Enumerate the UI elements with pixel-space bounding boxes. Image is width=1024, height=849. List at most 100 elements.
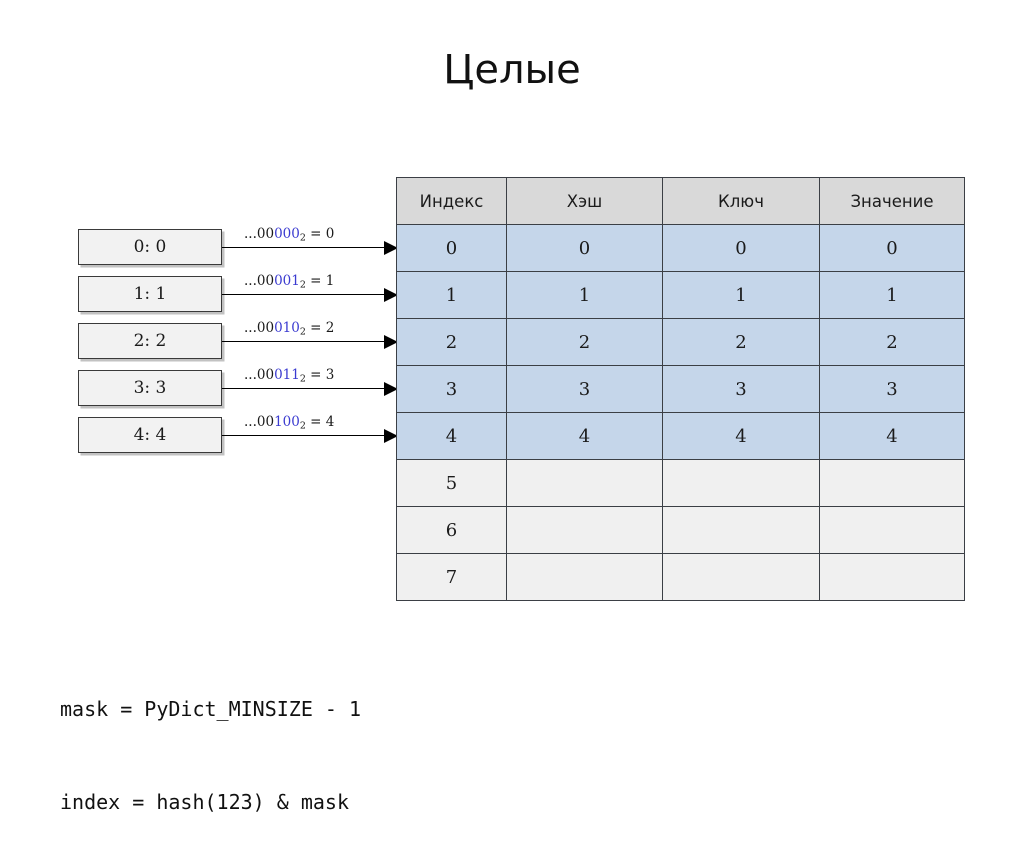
key-box-0: 0: 0 bbox=[78, 229, 222, 265]
cell-hash: 2 bbox=[506, 318, 663, 366]
code-line-2: index = hash(123) & mask bbox=[60, 790, 349, 814]
binary-subscript: 2 bbox=[299, 373, 306, 385]
cell-key: 3 bbox=[662, 365, 820, 413]
binary-subscript: 2 bbox=[299, 326, 306, 338]
mapping-arrow-2: ...000102 = 2 bbox=[222, 320, 398, 349]
column-header-index: Индекс bbox=[396, 177, 507, 225]
binary-subscript: 2 bbox=[299, 232, 306, 244]
page-title: Целые bbox=[443, 47, 581, 93]
binary-label-4: ...001002 = 4 bbox=[244, 414, 334, 431]
table-row: 7 bbox=[396, 553, 965, 601]
arrow-line bbox=[222, 294, 386, 295]
cell-key: 2 bbox=[662, 318, 820, 366]
key-box-2: 2: 2 bbox=[78, 323, 222, 359]
cell-value bbox=[819, 506, 965, 554]
binary-suffix: = 0 bbox=[305, 226, 335, 242]
cell-value: 4 bbox=[819, 412, 965, 460]
mapping-arrow-1: ...000012 = 1 bbox=[222, 273, 398, 302]
cell-key bbox=[662, 506, 820, 554]
binary-label-3: ...000112 = 3 bbox=[244, 367, 334, 384]
binary-suffix: = 4 bbox=[305, 414, 335, 430]
cell-index: 7 bbox=[396, 553, 507, 601]
mapping-arrow-4: ...001002 = 4 bbox=[222, 414, 398, 443]
arrow-head-icon bbox=[384, 241, 398, 255]
column-header-hash: Хэш bbox=[506, 177, 663, 225]
code-line-1: mask = PyDict_MINSIZE - 1 bbox=[60, 697, 362, 721]
arrow-line bbox=[222, 388, 386, 389]
table-row: 6 bbox=[396, 506, 965, 554]
cell-value bbox=[819, 553, 965, 601]
cell-value: 2 bbox=[819, 318, 965, 366]
cell-value: 1 bbox=[819, 271, 965, 319]
arrow-head-icon bbox=[384, 382, 398, 396]
cell-key bbox=[662, 553, 820, 601]
key-box-label: 4: 4 bbox=[133, 425, 167, 445]
binary-prefix: ...00 bbox=[244, 273, 275, 289]
table-row: 4 4 4 4 bbox=[396, 412, 965, 460]
cell-value: 0 bbox=[819, 224, 965, 272]
cell-hash: 0 bbox=[506, 224, 663, 272]
cell-hash: 3 bbox=[506, 365, 663, 413]
binary-prefix: ...00 bbox=[244, 367, 275, 383]
cell-index: 0 bbox=[396, 224, 507, 272]
binary-suffix: = 3 bbox=[305, 367, 335, 383]
column-header-key: Ключ bbox=[662, 177, 820, 225]
cell-key: 0 bbox=[662, 224, 820, 272]
arrow-line bbox=[222, 247, 386, 248]
cell-key bbox=[662, 459, 820, 507]
binary-prefix: ...00 bbox=[244, 226, 275, 242]
binary-highlight: 000 bbox=[274, 226, 300, 242]
cell-hash bbox=[506, 459, 663, 507]
key-box-4: 4: 4 bbox=[78, 417, 222, 453]
binary-subscript: 2 bbox=[299, 420, 306, 432]
binary-label-0: ...000002 = 0 bbox=[244, 226, 334, 243]
column-header-value: Значение bbox=[819, 177, 965, 225]
binary-subscript: 2 bbox=[299, 279, 306, 291]
cell-index: 2 bbox=[396, 318, 507, 366]
table-row: 1 1 1 1 bbox=[396, 271, 965, 319]
arrow-head-icon bbox=[384, 429, 398, 443]
arrow-head-icon bbox=[384, 288, 398, 302]
key-box-1: 1: 1 bbox=[78, 276, 222, 312]
cell-hash: 1 bbox=[506, 271, 663, 319]
key-box-3: 3: 3 bbox=[78, 370, 222, 406]
table-row: 5 bbox=[396, 459, 965, 507]
binary-suffix: = 1 bbox=[305, 273, 335, 289]
cell-index: 4 bbox=[396, 412, 507, 460]
table-header-row: Индекс Хэш Ключ Значение bbox=[396, 177, 965, 225]
cell-key: 4 bbox=[662, 412, 820, 460]
key-box-label: 1: 1 bbox=[133, 284, 167, 304]
binary-highlight: 011 bbox=[274, 367, 300, 383]
binary-label-1: ...000012 = 1 bbox=[244, 273, 334, 290]
key-box-label: 3: 3 bbox=[133, 378, 167, 398]
cell-hash bbox=[506, 553, 663, 601]
table-row: 3 3 3 3 bbox=[396, 365, 965, 413]
cell-index: 1 bbox=[396, 271, 507, 319]
arrow-head-icon bbox=[384, 335, 398, 349]
cell-hash bbox=[506, 506, 663, 554]
hash-table: Индекс Хэш Ключ Значение 0 0 0 0 1 1 1 1… bbox=[396, 177, 965, 601]
binary-highlight: 001 bbox=[274, 273, 300, 289]
cell-key: 1 bbox=[662, 271, 820, 319]
cell-value: 3 bbox=[819, 365, 965, 413]
binary-prefix: ...00 bbox=[244, 414, 275, 430]
arrow-line bbox=[222, 341, 386, 342]
table-row: 0 0 0 0 bbox=[396, 224, 965, 272]
binary-suffix: = 2 bbox=[305, 320, 335, 336]
arrow-line bbox=[222, 435, 386, 436]
key-box-label: 2: 2 bbox=[133, 331, 167, 351]
mapping-arrow-3: ...000112 = 3 bbox=[222, 367, 398, 396]
mapping-arrow-0: ...000002 = 0 bbox=[222, 226, 398, 255]
table-row: 2 2 2 2 bbox=[396, 318, 965, 366]
binary-highlight: 100 bbox=[274, 414, 300, 430]
binary-highlight: 010 bbox=[274, 320, 300, 336]
key-box-label: 0: 0 bbox=[133, 237, 167, 257]
cell-value bbox=[819, 459, 965, 507]
binary-prefix: ...00 bbox=[244, 320, 275, 336]
cell-index: 3 bbox=[396, 365, 507, 413]
cell-index: 6 bbox=[396, 506, 507, 554]
cell-index: 5 bbox=[396, 459, 507, 507]
code-block: mask = PyDict_MINSIZE - 1 index = hash(1… bbox=[60, 632, 361, 849]
cell-hash: 4 bbox=[506, 412, 663, 460]
binary-label-2: ...000102 = 2 bbox=[244, 320, 334, 337]
